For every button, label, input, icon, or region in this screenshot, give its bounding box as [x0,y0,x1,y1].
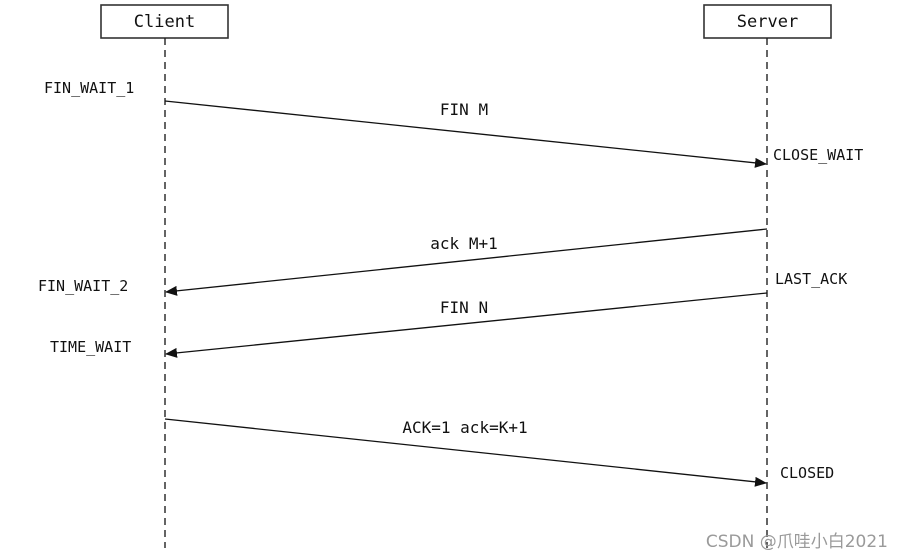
client-box [100,4,229,39]
state-fin-wait-1: FIN_WAIT_1 [44,79,134,97]
state-last-ack: LAST_ACK [775,270,847,288]
fin-m-label: FIN M [440,100,488,119]
server-box [703,4,832,39]
state-time-wait: TIME_WAIT [50,338,131,356]
state-closed: CLOSED [780,464,834,482]
ack-final-arrow [164,418,767,487]
message-ack-m1: ack M+1 [165,228,768,296]
message-fin-n: FIN N [165,292,768,358]
state-fin-wait-2: FIN_WAIT_2 [38,277,128,295]
message-fin-m: FIN M [164,100,767,168]
ack-m1-label: ack M+1 [430,234,497,253]
message-ack-final: ACK=1 ack=K+1 [164,418,767,487]
fin-n-arrow [165,292,768,358]
server-actor: Server [703,4,832,39]
server-label: Server [737,12,798,32]
fin-n-label: FIN N [440,298,488,317]
watermark-text: CSDN @爪哇小白2021 [706,532,888,552]
client-actor: Client [100,4,229,39]
ack-m1-arrow [165,228,768,296]
state-close-wait: CLOSE_WAIT [773,146,863,164]
ack-final-label: ACK=1 ack=K+1 [402,418,527,437]
client-label: Client [134,12,195,32]
fin-m-arrow [164,100,767,168]
